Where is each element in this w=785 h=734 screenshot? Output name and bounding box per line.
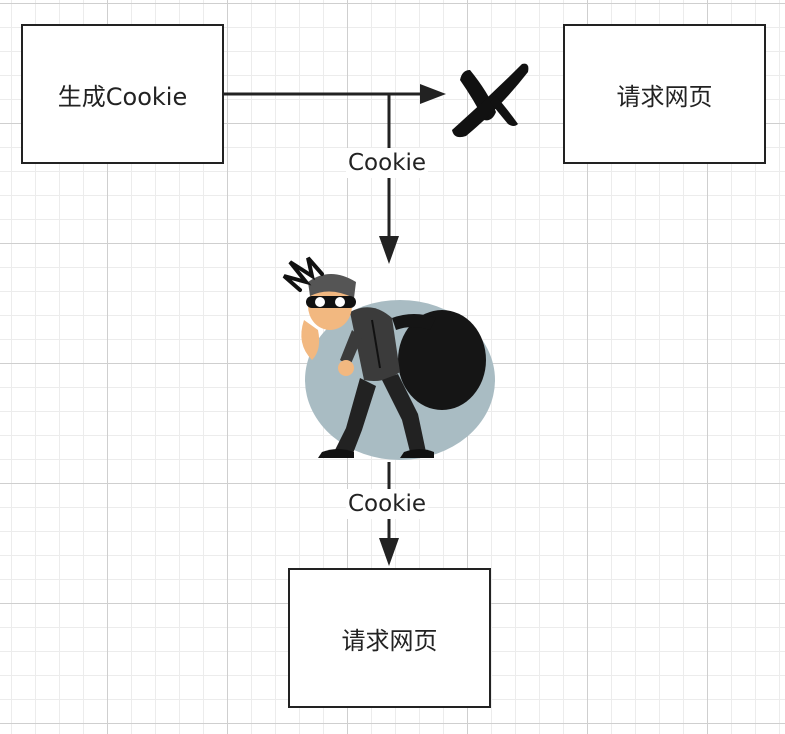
thief-icon [282, 256, 495, 460]
request-page-label-top: 请求网页 [616, 82, 713, 111]
generate-cookie-node: 生成Cookie [21, 24, 224, 164]
arrowhead-right [420, 84, 446, 104]
generate-cookie-label: 生成Cookie [57, 82, 188, 111]
cookie-edge-label-bottom: Cookie [346, 489, 429, 519]
x-mark-icon [452, 63, 529, 138]
arrowhead-down-thief [379, 236, 399, 264]
request-page-node-bottom: 请求网页 [288, 568, 491, 708]
request-page-label-bottom: 请求网页 [341, 626, 438, 655]
arrowhead-down-request [379, 538, 399, 566]
cookie-edge-label-top: Cookie [346, 148, 429, 178]
request-page-node-top: 请求网页 [563, 24, 766, 164]
